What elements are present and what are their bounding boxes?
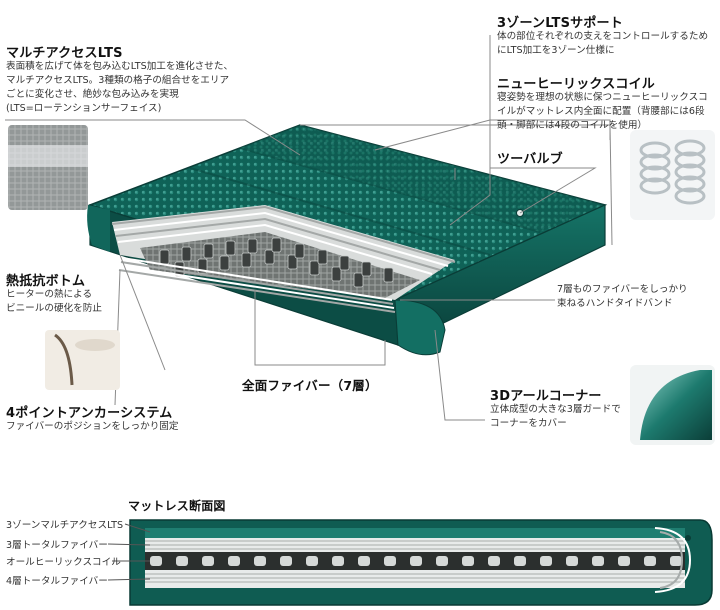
desc-line: コーナーをカバー — [490, 418, 567, 429]
desc-line: ファイバーのポジションをしっかり固定 — [6, 421, 179, 432]
desc-line: イルがマットレス内全面に配置（背腰部には6段 — [497, 106, 705, 117]
new-helix-coil-description: 寝姿勢を理想の状態に保つニューヒーリックスコ イルがマットレス内全面に配置（背腰… — [497, 91, 708, 133]
desc-line: 立体成型の大きな3層ガードで — [490, 404, 621, 415]
cross-section-leaders — [107, 523, 151, 581]
three-d-r-corner-description: 立体成型の大きな3層ガードで コーナーをカバー — [490, 403, 621, 431]
desc-line: 寝姿勢を理想の状態に保つニューヒーリックスコ — [497, 92, 708, 103]
cross-section-label: 3ゾーンマルチアクセスLTS — [6, 520, 124, 531]
cross-section-label: オールヒーリックスコイル — [6, 557, 121, 568]
cross-section-title: マットレス断面図 — [128, 499, 226, 513]
desc-line: 頭・脚部には4段のコイルを使用） — [497, 120, 648, 131]
heat-resistant-bottom-description: ヒーターの熱による ビニールの硬化を防止 — [6, 288, 102, 316]
multi-access-lts-description: 表面積を広げて体を包み込むLTS加工を進化させた、 マルチアクセスLTS。3種類… — [6, 60, 233, 116]
callout-lines — [5, 35, 613, 421]
desc-line: にLTS加工を3ゾーン仕様に — [497, 45, 615, 56]
multi-access-lts-title: マルチアクセスLTS — [6, 46, 123, 61]
coil-detail-thumbnail — [630, 130, 715, 220]
desc-line: 体の部位それぞれの支えをコントロールするため — [497, 31, 709, 42]
desc-line: 7層ものファイバーをしっかり — [557, 284, 688, 295]
hand-tied-band-description: 7層ものファイバーをしっかり 束ねるハンドタイドバンド — [557, 283, 688, 311]
four-point-anchor-title: 4ポイントアンカーシステム — [6, 406, 173, 421]
cross-section-label: 3層トータルファイバー — [6, 540, 108, 551]
desc-line: マルチアクセスLTS。3種類の格子の組合せをエリア — [6, 75, 230, 86]
corner-detail-thumbnail — [630, 365, 715, 445]
two-valve-title: ツーバルブ — [497, 152, 563, 167]
cross-section-label: 4層トータルファイバー — [6, 576, 108, 587]
three-zone-description: 体の部位それぞれの支えをコントロールするため にLTS加工を3ゾーン仕様に — [497, 30, 708, 58]
heat-resistant-bottom-title: 熱抵抗ボトム — [6, 274, 86, 289]
desc-line: ヒーターの熱による — [6, 289, 93, 300]
desc-line: (LTS=ローテンションサーフェイス) — [6, 103, 162, 114]
four-point-anchor-description: ファイバーのポジションをしっかり固定 — [6, 420, 179, 434]
desc-line: 束ねるハンドタイドバンド — [557, 298, 673, 309]
cutaway-interior — [111, 205, 456, 313]
three-d-r-corner-title: 3Dアールコーナー — [490, 389, 602, 404]
full-fiber-title: 全面ファイバー（7層） — [242, 378, 378, 393]
desc-line: 表面積を広げて体を包み込むLTS加工を進化させた、 — [6, 61, 234, 72]
mattress-top — [87, 124, 608, 301]
new-helix-coil-title: ニューヒーリックスコイル — [497, 77, 656, 92]
three-zone-title: 3ゾーンLTSサポート — [497, 16, 623, 31]
mesh-detail-thumbnail — [8, 125, 88, 210]
desc-line: ビニールの硬化を防止 — [6, 303, 102, 314]
cross-section-illustration — [129, 519, 713, 606]
coil-row — [150, 556, 682, 566]
anchor-detail-thumbnail — [45, 330, 120, 390]
desc-line: ごとに変化させ、絶妙な包み込みを実現 — [6, 89, 179, 100]
